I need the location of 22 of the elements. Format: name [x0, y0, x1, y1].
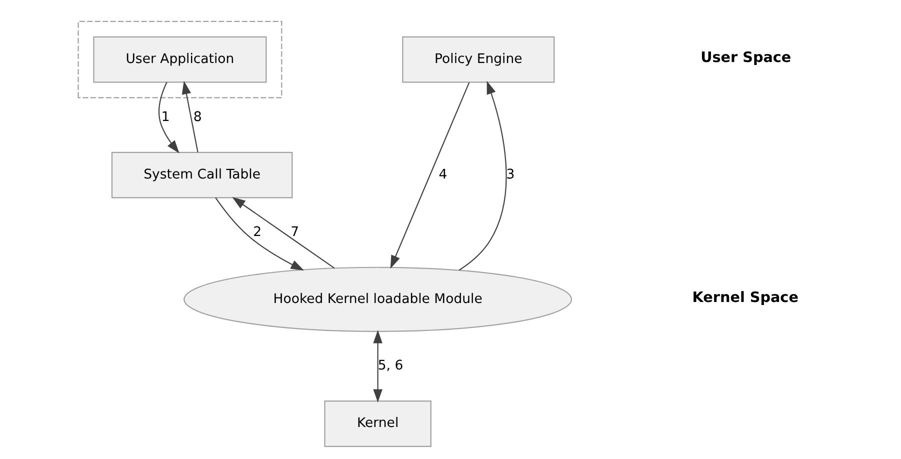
- node-box: System Call Table: [111, 152, 293, 198]
- label: User Space: [700, 50, 792, 66]
- arrow: [158, 82, 180, 154]
- arrow: [458, 80, 507, 271]
- label: Kernel Space: [692, 290, 798, 306]
- node-ellipse: Hooked Kernel loadable Module: [184, 266, 572, 332]
- edge-label: 5, 6: [378, 358, 404, 374]
- edge-label: 1: [161, 110, 170, 126]
- cluster: [78, 20, 282, 98]
- arrow: [215, 197, 304, 271]
- edge-label: 3: [506, 168, 515, 182]
- edge-label: 8: [193, 110, 202, 126]
- node-box: Policy Engine: [402, 36, 555, 83]
- edge-label: 7: [290, 224, 300, 240]
- arrow: [373, 330, 382, 402]
- arrow: [182, 80, 198, 152]
- node-box: User Application: [93, 36, 267, 83]
- node-box: Kernel: [324, 400, 432, 447]
- arrow: [390, 82, 470, 269]
- edge-label: 4: [438, 168, 448, 182]
- edge-label: 2: [253, 224, 262, 240]
- arrow: [232, 197, 335, 269]
